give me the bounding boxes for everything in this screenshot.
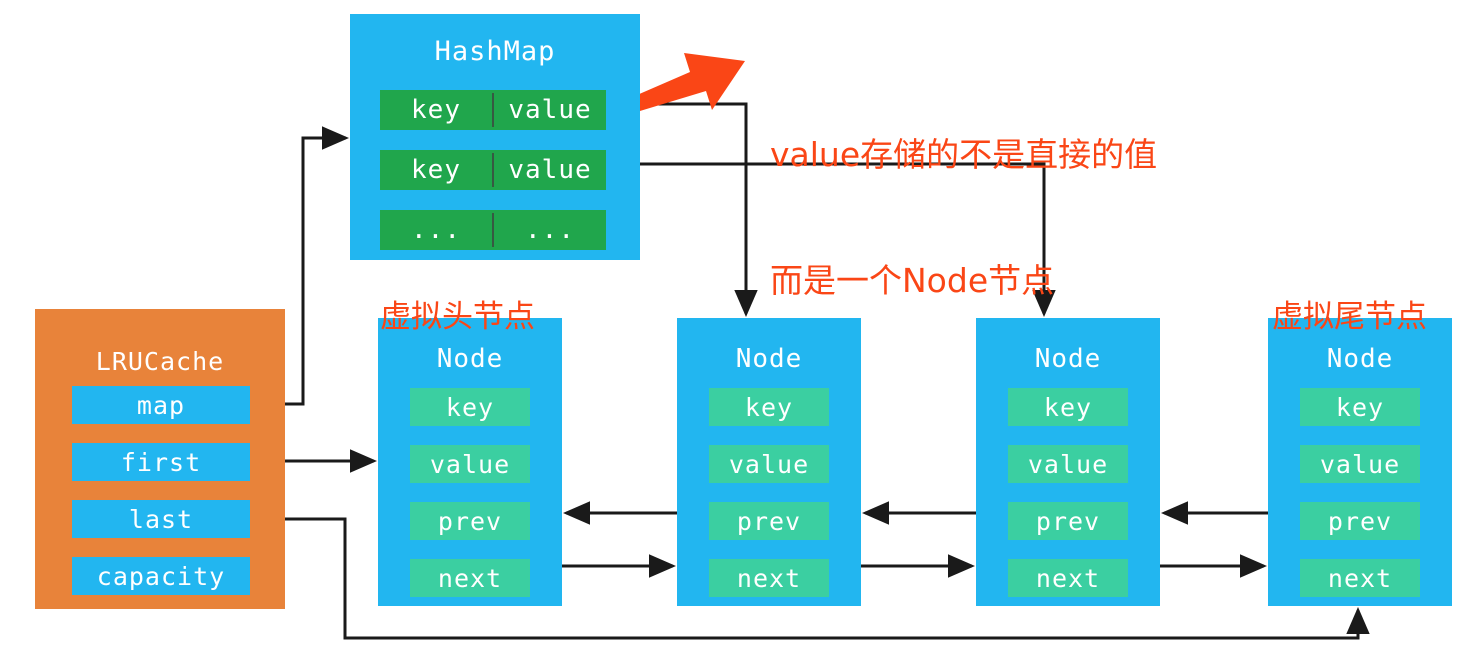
node-box-tail: Node key value prev next [1268, 318, 1452, 606]
annotation-value-note-line1: value存储的不是直接的值 [770, 135, 1158, 174]
hashmap-row[interactable]: ... ... [380, 210, 606, 250]
hashmap-row-divider [492, 213, 494, 247]
annotation-tail-node: 虚拟尾节点 [1272, 299, 1427, 335]
lrucache-field-capacity[interactable]: capacity [72, 557, 250, 595]
hashmap-row[interactable]: key value [380, 150, 606, 190]
node-field-key[interactable]: key [709, 388, 829, 426]
node-title: Node [1034, 344, 1102, 374]
hashmap-key-cell: key [411, 95, 461, 125]
hashmap-title: HashMap [434, 36, 556, 67]
node-title: Node [436, 344, 504, 374]
annotation-value-note-line2: 而是一个Node节点 [770, 261, 1055, 300]
node-field-next[interactable]: next [709, 559, 829, 597]
lrucache-field-first[interactable]: first [72, 443, 250, 481]
node-field-next[interactable]: next [1008, 559, 1128, 597]
node-field-prev[interactable]: prev [1300, 502, 1420, 540]
hashmap-box: HashMap key value key value ... ... [350, 14, 640, 260]
node-field-value[interactable]: value [1300, 445, 1420, 483]
hashmap-value-cell: ... [525, 215, 575, 245]
hashmap-row-divider [492, 93, 494, 127]
lrucache-field-map[interactable]: map [72, 386, 250, 424]
hashmap-value-cell: value [508, 95, 592, 125]
annotation-value-note: value存储的不是直接的值 而是一个Node节点 [770, 50, 1157, 386]
node-box-2: Node key value prev next [976, 318, 1160, 606]
hashmap-row-divider [492, 153, 494, 187]
node-field-value[interactable]: value [1008, 445, 1128, 483]
hashmap-key-cell: ... [411, 215, 461, 245]
lrucache-box: LRUCache map first last capacity [35, 309, 285, 609]
lrucache-field-last[interactable]: last [72, 500, 250, 538]
node-field-prev[interactable]: prev [410, 502, 530, 540]
hashmap-row[interactable]: key value [380, 90, 606, 130]
node-title: Node [735, 344, 803, 374]
node-field-next[interactable]: next [1300, 559, 1420, 597]
node-field-key[interactable]: key [410, 388, 530, 426]
node-field-prev[interactable]: prev [1008, 502, 1128, 540]
annotation-head-node: 虚拟头节点 [380, 299, 535, 335]
hashmap-value-cell: value [508, 155, 592, 185]
node-field-key[interactable]: key [1008, 388, 1128, 426]
lrucache-title: LRUCache [95, 347, 225, 376]
node-field-next[interactable]: next [410, 559, 530, 597]
node-box-head: Node key value prev next [378, 318, 562, 606]
node-field-key[interactable]: key [1300, 388, 1420, 426]
node-box-1: Node key value prev next [677, 318, 861, 606]
node-title: Node [1326, 344, 1394, 374]
node-field-prev[interactable]: prev [709, 502, 829, 540]
node-field-value[interactable]: value [709, 445, 829, 483]
node-field-value[interactable]: value [410, 445, 530, 483]
hashmap-key-cell: key [411, 155, 461, 185]
